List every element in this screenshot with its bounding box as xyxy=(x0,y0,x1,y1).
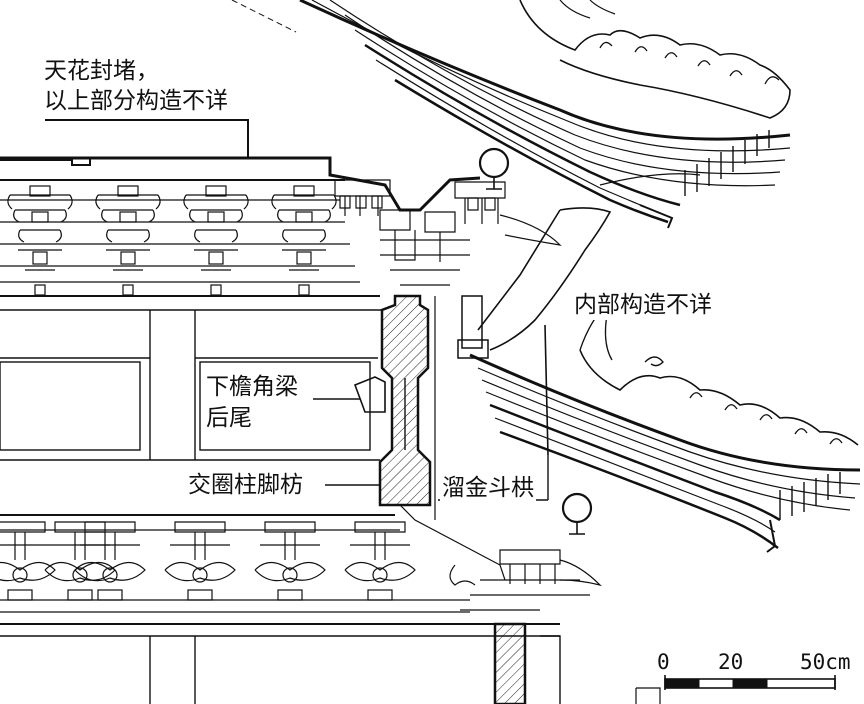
label-ceiling-line2: 以上部分构造不详 xyxy=(42,86,230,116)
scale-tick-20: 20 xyxy=(718,650,744,674)
upper-bracket-row xyxy=(0,179,562,297)
upper-eave-roof xyxy=(231,0,791,229)
label-ceiling-line1: 天花封堵， xyxy=(42,56,161,86)
label-interior: 内部构造不详 xyxy=(572,290,714,320)
lower-eave-roof xyxy=(469,297,861,553)
scale-tick-0: 0 xyxy=(657,650,670,674)
label-column-tie: 交圈柱脚枋 xyxy=(186,470,305,500)
finial-ball-upper xyxy=(478,147,510,190)
finial-ball-lower xyxy=(561,492,593,535)
label-gilded-bracket: 溜金斗栱 xyxy=(440,473,536,503)
interior-leader xyxy=(477,207,612,456)
scale-bar xyxy=(635,675,836,704)
lower-column xyxy=(0,622,561,704)
junction-column xyxy=(434,295,489,520)
label-beam-tail-line2: 后尾 xyxy=(204,403,254,433)
interior-panels xyxy=(0,309,386,461)
lower-bracket-row xyxy=(0,504,602,625)
upper-column xyxy=(378,294,432,507)
scale-tick-50cm: 50cm xyxy=(800,650,851,674)
ceiling-plate xyxy=(0,119,481,212)
label-beam-tail-line1: 下檐角梁 xyxy=(204,372,300,402)
